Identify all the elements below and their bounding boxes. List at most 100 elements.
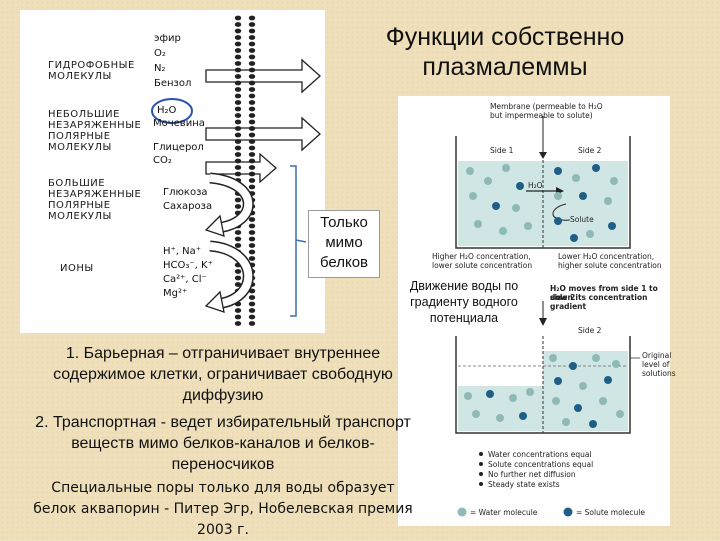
legend-water-label: = Water molecule: [470, 508, 538, 517]
lipid-head: [234, 243, 242, 248]
lipid-head: [248, 223, 256, 229]
water-molecule: [474, 220, 482, 228]
lipid-head: [248, 61, 256, 66]
lipid-head: [248, 132, 256, 138]
lipid-head: [234, 308, 242, 313]
solute-molecule: [569, 362, 577, 370]
water-molecule: [599, 397, 607, 405]
lipid-head: [234, 145, 242, 151]
lipid-head: [248, 113, 256, 118]
lipid-head: [234, 15, 242, 21]
lipid-head: [234, 282, 242, 287]
bullet-3: No further net diffusion: [488, 470, 576, 479]
solute-molecule: [604, 376, 612, 384]
mol-h2o: H₂O: [157, 105, 177, 116]
lipid-head: [248, 230, 256, 235]
solute-molecule: [554, 377, 562, 385]
lipid-head: [234, 54, 242, 60]
category-large-polar: БОЛЬШИЕ НЕЗАРЯЖЕННЫЕ ПОЛЯРНЫЕ МОЛЕКУЛЫ: [48, 178, 142, 222]
bullet-2: Solute concentrations equal: [488, 460, 594, 469]
lipid-head: [234, 321, 242, 326]
water-molecule: [572, 174, 580, 182]
lipid-head: [234, 275, 242, 281]
lipid-head: [234, 106, 242, 112]
beaker-top: [455, 116, 631, 249]
p2-term: Транспортная: [52, 414, 157, 431]
original-level-1: Original: [642, 351, 672, 360]
lipid-head: [234, 74, 242, 79]
solute-molecule: [519, 412, 527, 420]
right-note-2: higher solute concentration: [558, 261, 662, 270]
ion-line-1: H⁺, Na⁺: [163, 246, 202, 257]
lipid-head: [248, 152, 256, 157]
lipid-head: [248, 106, 256, 112]
p1-rest: – отграничивает внутреннее содержимое кл…: [53, 345, 393, 404]
water-molecule: [586, 230, 594, 238]
lipid-head: [234, 22, 242, 27]
lipid-head: [234, 61, 242, 66]
lipid-head: [248, 100, 256, 105]
lipid-head: [234, 152, 242, 157]
water-molecule: [502, 164, 510, 172]
lipid-head: [248, 249, 256, 255]
side2-label: Side 2: [578, 146, 602, 155]
lipid-head: [234, 48, 242, 53]
legend-solute-dot: [563, 507, 573, 517]
p1-number: 1.: [65, 345, 84, 362]
water-molecule: [484, 177, 492, 185]
mol-n2: N₂: [154, 63, 166, 74]
lipid-head: [234, 197, 242, 203]
solute-molecule: [579, 192, 587, 200]
membrane-permeability-panel: ГИДРОФОБНЫЕ МОЛЕКУЛЫ НЕБОЛЬШИЕ НЕЗАРЯЖЕН…: [20, 10, 325, 333]
lipid-head: [248, 119, 256, 125]
mol-o2: O₂: [154, 48, 166, 59]
category-ions: ИОНЫ: [60, 263, 94, 274]
lipid-head: [234, 87, 242, 92]
lipid-head: [248, 256, 256, 261]
membrane-caption-2: but impermeable to solute): [490, 111, 593, 120]
solute-molecule: [554, 217, 562, 225]
category-small-polar: НЕБОЛЬШИЕ НЕЗАРЯЖЕННЫЕ ПОЛЯРНЫЕ МОЛЕКУЛЫ: [48, 109, 142, 153]
water-molecule: [512, 204, 520, 212]
legend-water-dot: [457, 507, 467, 517]
lipid-head: [234, 236, 242, 242]
lipid-head: [248, 295, 256, 300]
lipid-head: [248, 236, 256, 242]
lipid-head: [248, 28, 256, 34]
water-molecule: [592, 354, 600, 362]
lipid-head: [234, 41, 242, 47]
lipid-head: [248, 314, 256, 320]
lipid-head: [234, 132, 242, 138]
lipid-head: [248, 54, 256, 60]
bullet-4: Steady state exists: [488, 480, 560, 489]
side1-label: Side 1: [490, 146, 514, 155]
side2-bottom-label: Side 2: [578, 326, 602, 335]
water-molecule: [552, 397, 560, 405]
mol-urea: Мочевина: [153, 118, 205, 129]
p1-term: Барьерная: [83, 345, 165, 362]
lipid-head: [234, 269, 242, 274]
right-note-1: Lower H₂O concentration,: [558, 252, 655, 261]
lipid-head: [248, 15, 256, 21]
bullet-1: Water concentrations equal: [488, 450, 592, 459]
water-molecule: [562, 418, 570, 426]
paragraph-transport: 2. Транспортная - ведет избирательный тр…: [28, 412, 418, 475]
arrow-hydrophobic: [205, 58, 321, 94]
lipid-head: [234, 113, 242, 118]
lipid-head: [248, 35, 256, 40]
water-molecule: [469, 192, 477, 200]
paragraph-aquaporin: Специальные поры только для воды образуе…: [33, 480, 413, 538]
p2-number: 2.: [35, 414, 53, 431]
left-note-1: Higher H₂O concentration,: [432, 252, 531, 261]
lipid-head: [248, 145, 256, 151]
lipid-head: [248, 321, 256, 326]
water-molecule: [549, 354, 557, 362]
original-level-3: solutions: [642, 369, 676, 378]
slide-title: Функции собственно плазмалеммы: [385, 23, 625, 81]
lipid-head: [248, 178, 256, 183]
lipid-head: [248, 243, 256, 248]
water-molecule: [496, 414, 504, 422]
water-molecule: [612, 360, 620, 368]
solute-molecule: [589, 420, 597, 428]
solute-molecule: [554, 167, 562, 175]
